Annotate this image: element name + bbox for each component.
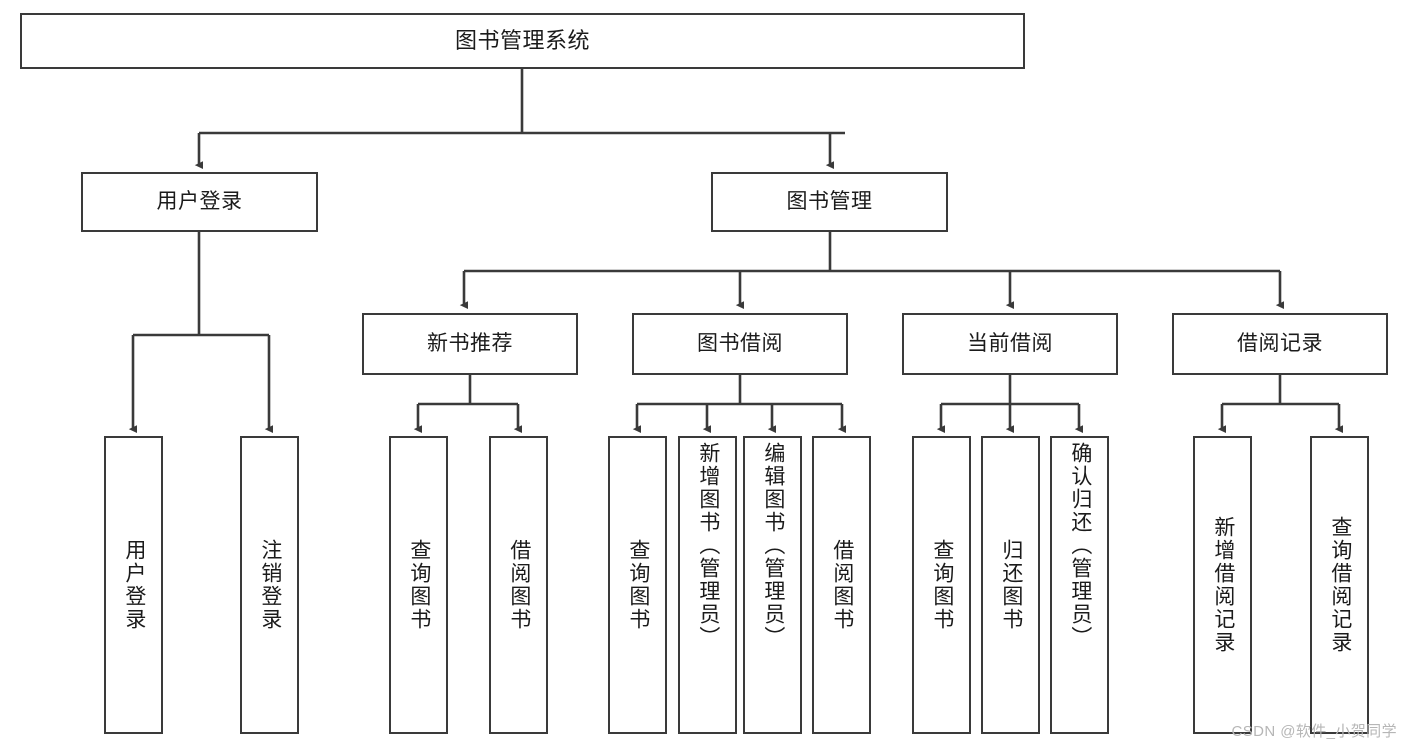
csdn-watermark: CSDN @软件_小贺同学 (1231, 723, 1397, 740)
node-leaf-borrow-lend-label: 借阅图书 (830, 539, 854, 631)
node-leaf-current-confirm-label: 确认归还（管理员） (1068, 442, 1092, 649)
node-leaf-borrow-query[interactable]: 查询图书 (608, 436, 667, 734)
node-new-book-recommend[interactable]: 新书推荐 (362, 313, 578, 375)
node-leaf-record-query[interactable]: 查询借阅记录 (1310, 436, 1369, 734)
node-leaf-borrow-query-label: 查询图书 (626, 539, 650, 631)
node-borrow-record-label: 借阅记录 (1237, 332, 1323, 356)
node-leaf-recommend-query[interactable]: 查询图书 (389, 436, 448, 734)
node-current-borrow[interactable]: 当前借阅 (902, 313, 1118, 375)
node-user-login[interactable]: 用户登录 (81, 172, 318, 232)
node-root[interactable]: 图书管理系统 (20, 13, 1025, 69)
node-leaf-borrow-edit[interactable]: 编辑图书（管理员） (743, 436, 802, 734)
node-borrow-record[interactable]: 借阅记录 (1172, 313, 1388, 375)
node-leaf-borrow-add-label: 新增图书（管理员） (696, 442, 720, 649)
node-current-borrow-label: 当前借阅 (967, 332, 1053, 356)
node-leaf-borrow-add[interactable]: 新增图书（管理员） (678, 436, 737, 734)
node-leaf-borrow-lend[interactable]: 借阅图书 (812, 436, 871, 734)
node-leaf-recommend-query-label: 查询图书 (407, 539, 431, 631)
node-new-book-recommend-label: 新书推荐 (427, 332, 513, 356)
node-leaf-user-login[interactable]: 用户登录 (104, 436, 163, 734)
node-leaf-current-query-label: 查询图书 (930, 539, 954, 631)
node-leaf-record-add-label: 新增借阅记录 (1211, 516, 1235, 654)
node-leaf-current-query[interactable]: 查询图书 (912, 436, 971, 734)
node-leaf-record-query-label: 查询借阅记录 (1328, 516, 1352, 654)
node-leaf-borrow-edit-label: 编辑图书（管理员） (761, 442, 785, 649)
node-leaf-recommend-borrow[interactable]: 借阅图书 (489, 436, 548, 734)
node-book-borrow-label: 图书借阅 (697, 332, 783, 356)
node-leaf-current-return[interactable]: 归还图书 (981, 436, 1040, 734)
node-leaf-user-logout-label: 注销登录 (258, 539, 282, 631)
node-leaf-user-logout[interactable]: 注销登录 (240, 436, 299, 734)
node-book-borrow[interactable]: 图书借阅 (632, 313, 848, 375)
node-leaf-current-return-label: 归还图书 (999, 539, 1023, 631)
node-leaf-current-confirm[interactable]: 确认归还（管理员） (1050, 436, 1109, 734)
node-book-manage-label: 图书管理 (786, 190, 873, 214)
node-root-label: 图书管理系统 (454, 27, 590, 53)
node-leaf-user-login-label: 用户登录 (122, 539, 146, 631)
node-leaf-record-add[interactable]: 新增借阅记录 (1193, 436, 1252, 734)
node-leaf-recommend-borrow-label: 借阅图书 (507, 539, 531, 631)
node-book-manage[interactable]: 图书管理 (711, 172, 948, 232)
node-user-login-label: 用户登录 (156, 190, 243, 214)
